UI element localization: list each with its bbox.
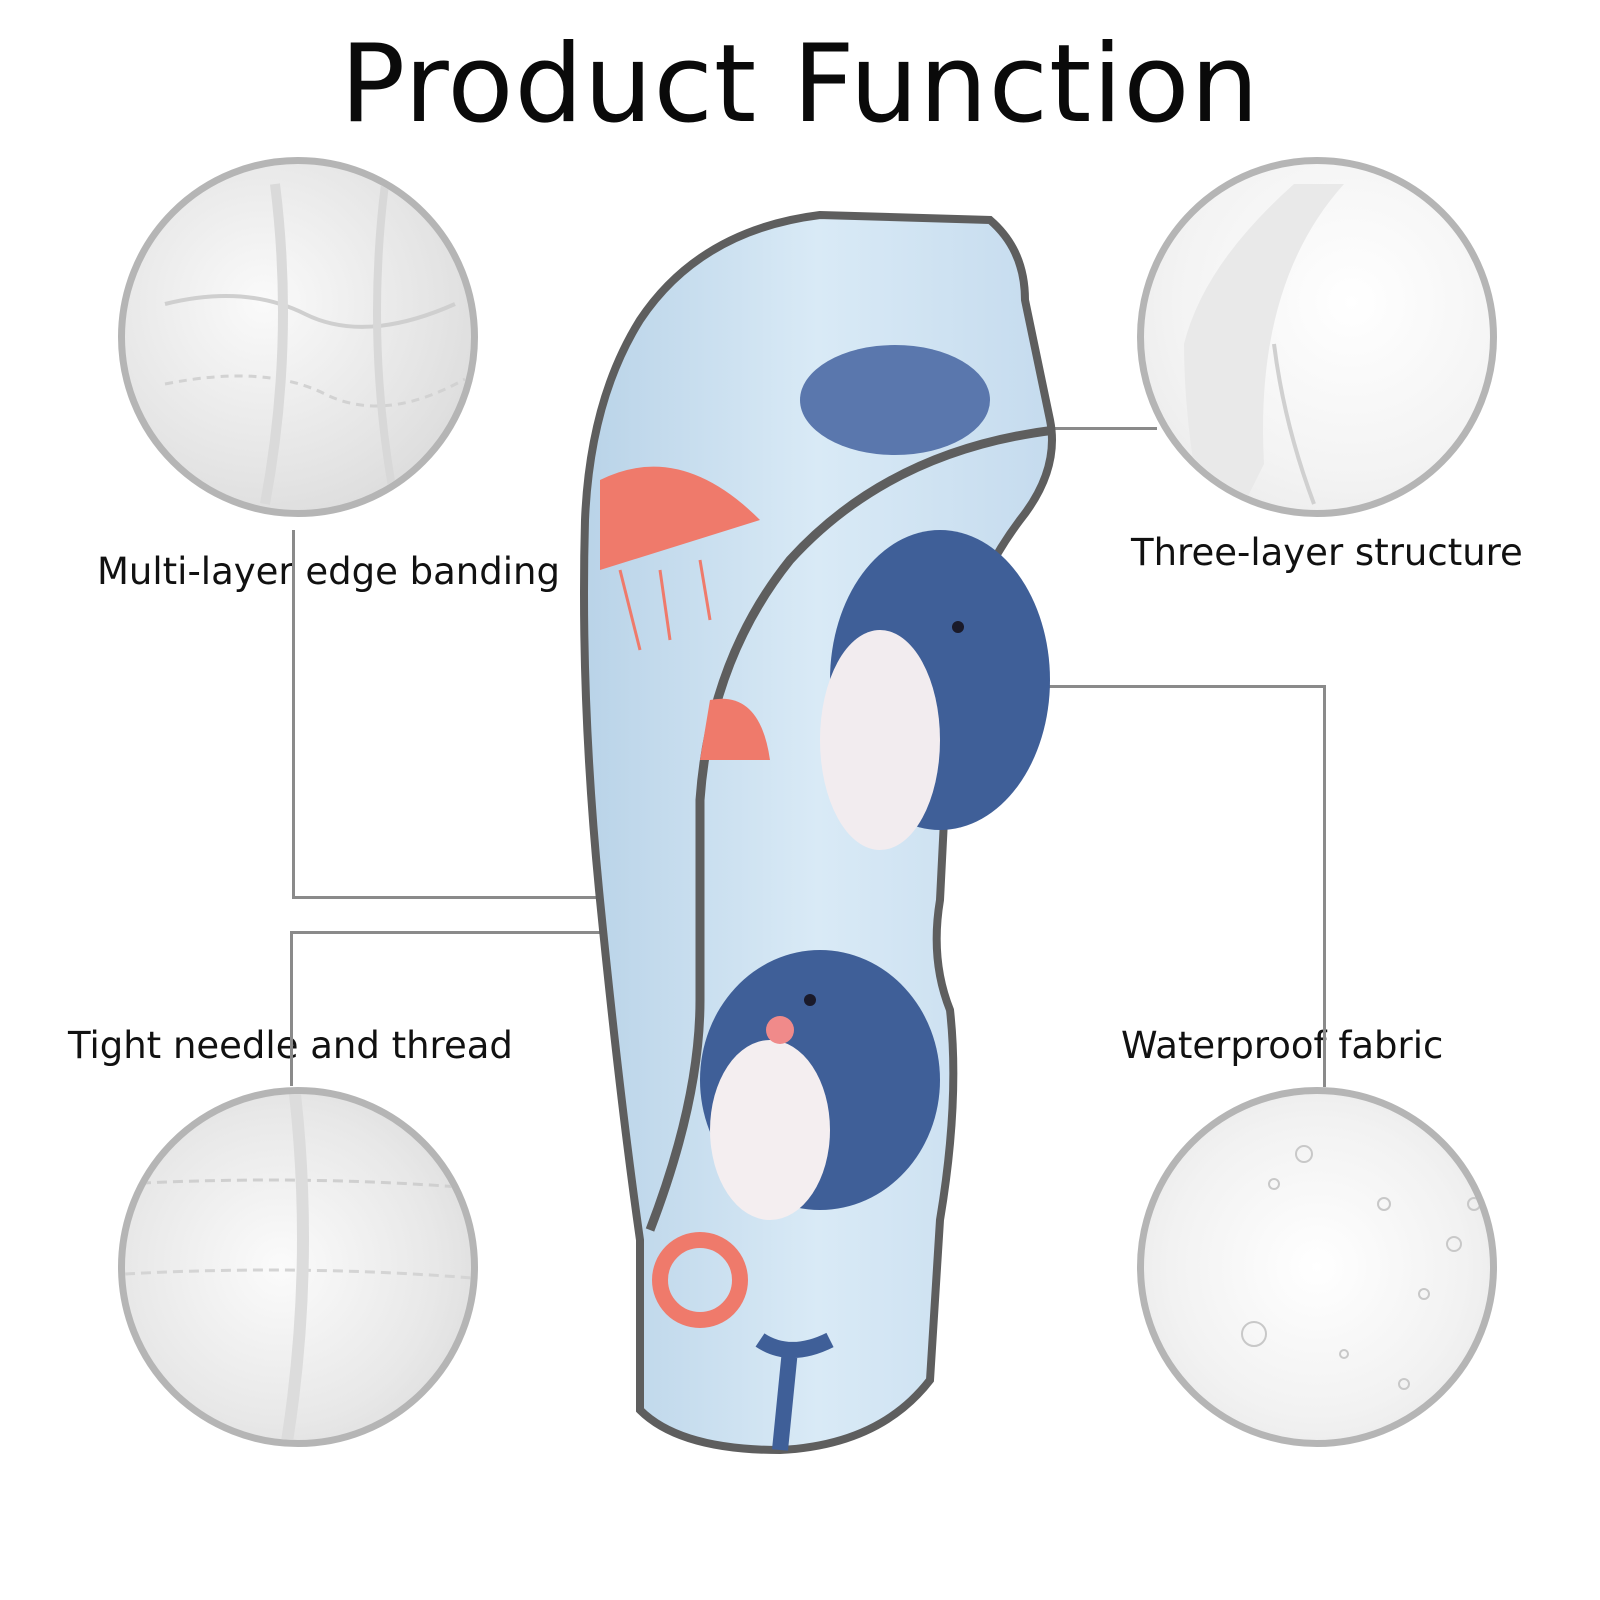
whale-illustration: [700, 345, 1050, 1451]
page-title: Product Function: [340, 22, 1260, 147]
connector-line: [1323, 685, 1326, 1087]
connector-line: [990, 685, 1326, 688]
label-three-layer: Three-layer structure: [1131, 531, 1523, 574]
connector-line: [1055, 427, 1157, 430]
label-edge-banding: Multi-layer edge banding: [97, 550, 560, 593]
water-droplets: [1241, 1145, 1481, 1390]
detail-circle-waterproof: [1137, 1087, 1497, 1447]
label-waterproof: Waterproof fabric: [1121, 1024, 1444, 1067]
lifebuoy-illustration: [652, 1232, 748, 1328]
layer-edge-texture: [1184, 184, 1344, 510]
connector-line: [292, 530, 295, 899]
stitching-texture: [125, 1094, 471, 1440]
detail-circle-needle-thread: [118, 1087, 478, 1447]
fabric-fold-texture: [164, 183, 466, 505]
connector-line: [290, 931, 615, 934]
jellyfish-illustration: [600, 466, 770, 760]
connector-line: [292, 896, 612, 899]
detail-circle-edge-banding: [118, 157, 478, 517]
connector-line: [290, 931, 293, 1086]
detail-circle-three-layer: [1137, 157, 1497, 517]
